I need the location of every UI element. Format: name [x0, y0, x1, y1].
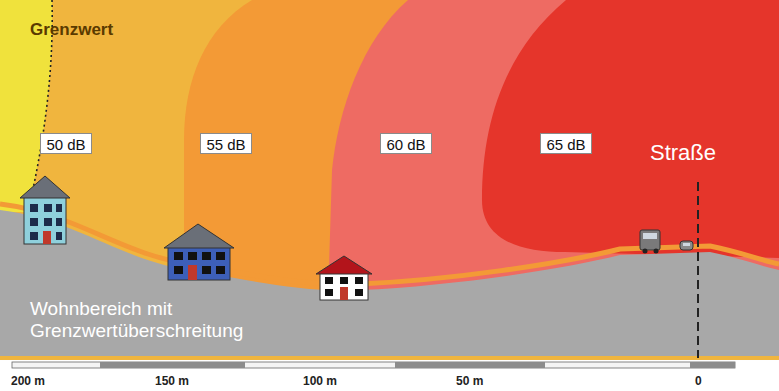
truck [640, 230, 660, 254]
scale-label: 100 m [303, 374, 337, 388]
car [680, 241, 693, 250]
scale-bar [12, 362, 735, 368]
scale-label: 200 m [11, 374, 45, 388]
level-box: 50 dB [40, 133, 92, 154]
level-text: 60 dB [386, 136, 425, 153]
level-text: 50 dB [46, 136, 85, 153]
limit-label: Grenzwert [30, 20, 113, 40]
level-box: 60 dB [380, 133, 432, 154]
area-label: Wohnbereich mit Grenzwertüberschreitung [30, 298, 310, 342]
house [164, 224, 234, 280]
level-text: 65 dB [546, 136, 585, 153]
ground [0, 210, 779, 356]
zone-50db [0, 0, 779, 360]
level-text: 55 dB [206, 136, 245, 153]
scale-label: 150 m [155, 374, 189, 388]
level-box: 65 dB [540, 133, 592, 154]
road-axis [697, 182, 699, 358]
house [20, 176, 70, 244]
zone-65db [482, 0, 779, 258]
house [316, 256, 372, 300]
scale-label: 0 [695, 374, 702, 388]
road-label: Straße [650, 140, 716, 166]
scale-label: 50 m [456, 374, 483, 388]
level-box: 55 dB [200, 133, 252, 154]
